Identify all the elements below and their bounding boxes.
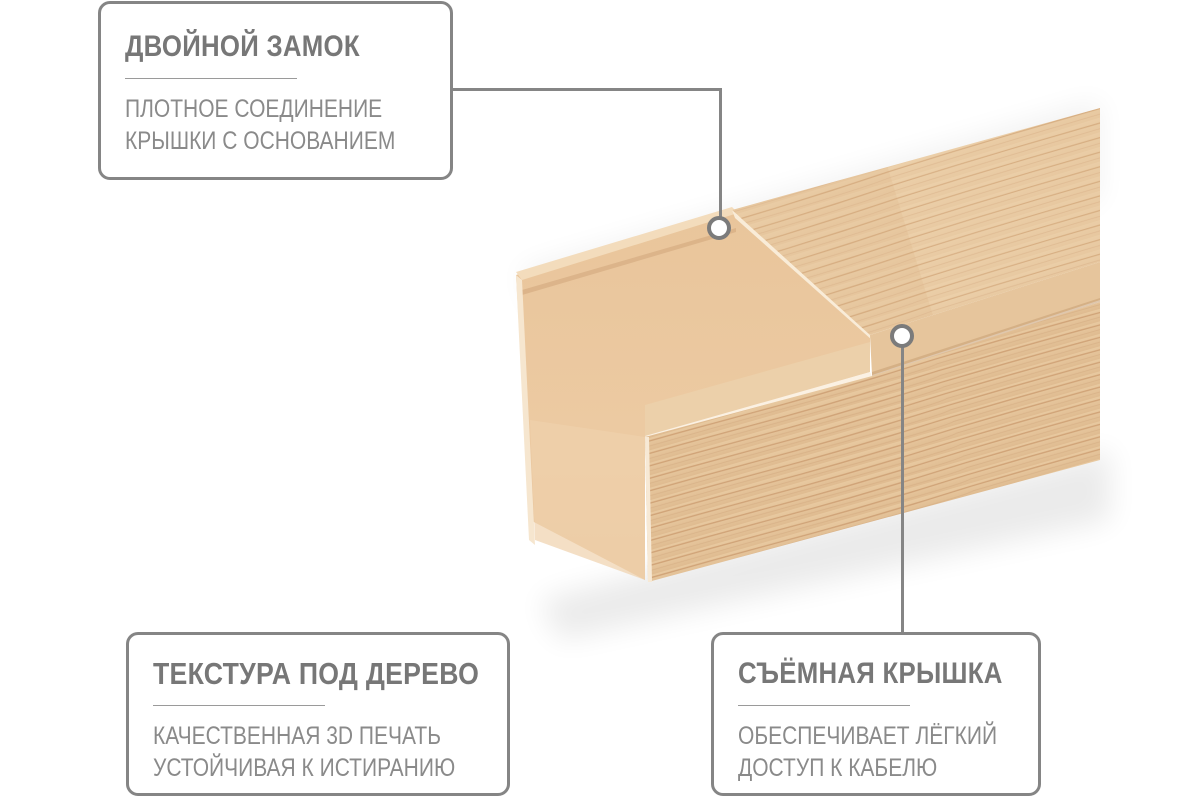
- callout-removable-cover: СЪЁМНАЯ КРЫШКА ОБЕСПЕЧИВАЕТ ЛЁГКИЙ ДОСТУ…: [711, 632, 1041, 796]
- hotspot-dot-removable-cover[interactable]: [890, 324, 914, 348]
- connector-line-double-lock-h: [451, 88, 722, 91]
- divider: [153, 705, 325, 706]
- callout-desc-line-2: КРЫШКИ С ОСНОВАНИЕМ: [125, 127, 396, 155]
- callout-desc-line-2: ДОСТУП К КАБЕЛЮ: [738, 754, 938, 782]
- callout-title: ДВОЙНОЙ ЗАМОК: [125, 30, 360, 63]
- callout-wood-texture: ТЕКСТУРА ПОД ДЕРЕВО КАЧЕСТВЕННАЯ 3D ПЕЧА…: [126, 632, 510, 796]
- callout-desc-line-1: КАЧЕСТВЕННАЯ 3D ПЕЧАТЬ: [153, 722, 442, 750]
- divider: [125, 78, 297, 79]
- callout-desc-line-1: ОБЕСПЕЧИВАЕТ ЛЁГКИЙ: [738, 722, 998, 750]
- callout-desc-line-1: ПЛОТНОЕ СОЕДИНЕНИЕ: [125, 95, 383, 123]
- connector-line-double-lock-v: [719, 88, 722, 220]
- callout-title: СЪЁМНАЯ КРЫШКА: [738, 657, 1003, 690]
- callout-double-lock: ДВОЙНОЙ ЗАМОК ПЛОТНОЕ СОЕДИНЕНИЕ КРЫШКИ …: [98, 1, 453, 180]
- callout-desc-line-2: УСТОЙЧИВАЯ К ИСТИРАНИЮ: [153, 754, 456, 782]
- callout-title: ТЕКСТУРА ПОД ДЕРЕВО: [153, 656, 480, 691]
- divider: [738, 705, 910, 706]
- hotspot-dot-double-lock[interactable]: [707, 216, 731, 240]
- connector-line-removable-cover: [901, 346, 904, 634]
